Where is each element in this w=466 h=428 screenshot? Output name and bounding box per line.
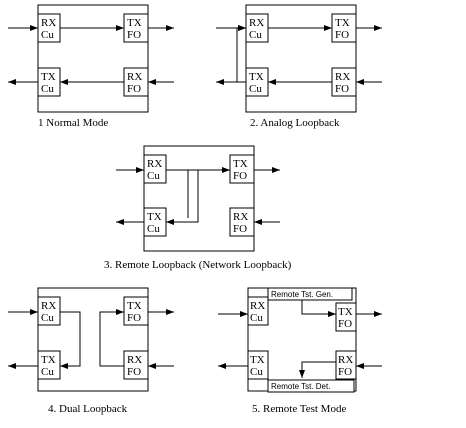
rx-label: RX bbox=[249, 17, 264, 29]
rx-label: RX bbox=[41, 300, 56, 312]
cu-label: Cu bbox=[41, 366, 54, 378]
tx-cu-box bbox=[247, 350, 269, 380]
fo-label: FO bbox=[127, 366, 141, 378]
tx-fo-box bbox=[331, 13, 357, 43]
rx-fo-box bbox=[123, 350, 149, 380]
rx-label: RX bbox=[127, 71, 142, 83]
rx-cu-box bbox=[247, 296, 269, 326]
panel-remote-loopback: RX Cu TX FO TX Cu RX FO 3. Remote Loopba… bbox=[104, 145, 292, 271]
generator-arrow bbox=[301, 300, 336, 317]
tx-fo-box bbox=[123, 13, 149, 43]
fo-label: FO bbox=[127, 83, 141, 95]
test-detector-box bbox=[267, 379, 355, 393]
rx-label: RX bbox=[335, 71, 350, 83]
cu-label: Cu bbox=[249, 83, 262, 95]
tx-label: TX bbox=[250, 354, 265, 366]
fo-label: FO bbox=[338, 366, 352, 378]
test-detector-label: Remote Tst. Det. bbox=[271, 382, 330, 391]
caption-test: 5. Remote Test Mode bbox=[252, 403, 346, 415]
rx-cu-box bbox=[143, 154, 167, 184]
tx-fo-box bbox=[123, 296, 149, 326]
detector-arrow bbox=[299, 361, 336, 378]
fo-label: FO bbox=[338, 318, 352, 330]
tx-label: TX bbox=[147, 211, 162, 223]
cu-label: Cu bbox=[250, 312, 263, 324]
rx-label: RX bbox=[41, 17, 56, 29]
tx-fo-box bbox=[229, 154, 255, 184]
test-generator-label: Remote Tst. Gen. bbox=[271, 290, 333, 299]
rx-label: RX bbox=[147, 158, 162, 170]
analog-loopback-arrow bbox=[236, 25, 246, 82]
tx-label: TX bbox=[338, 306, 353, 318]
tx-label: TX bbox=[249, 71, 264, 83]
tx-label: TX bbox=[233, 158, 248, 170]
cu-label: Cu bbox=[249, 29, 262, 41]
fo-label: FO bbox=[233, 223, 247, 235]
fo-loopback-arrow bbox=[99, 309, 124, 367]
cu-label: Cu bbox=[147, 170, 160, 182]
caption-normal: 1 Normal Mode bbox=[38, 117, 108, 129]
tx-label: TX bbox=[335, 17, 350, 29]
fo-label: FO bbox=[127, 29, 141, 41]
tx-label: TX bbox=[41, 71, 56, 83]
cu-label: Cu bbox=[41, 83, 54, 95]
rx-label: RX bbox=[338, 354, 353, 366]
tx-label: TX bbox=[127, 300, 142, 312]
tx-label: TX bbox=[127, 17, 142, 29]
rx-label: RX bbox=[127, 354, 142, 366]
tx-fo-box bbox=[335, 302, 357, 332]
test-generator-box bbox=[267, 287, 353, 301]
tx-label: TX bbox=[41, 354, 56, 366]
rx-label: RX bbox=[233, 211, 248, 223]
cu-label: Cu bbox=[41, 312, 54, 324]
panel-remote-test-mode: Remote Tst. Gen. RX Cu TX FO TX Cu RX FO… bbox=[218, 287, 382, 415]
caption-dual: 4. Dual Loopback bbox=[48, 403, 128, 415]
cu-label: Cu bbox=[250, 366, 263, 378]
cu-loopback-arrow bbox=[60, 311, 81, 369]
caption-remote: 3. Remote Loopback (Network Loopback) bbox=[104, 259, 292, 271]
fo-label: FO bbox=[335, 29, 349, 41]
panel-normal-mode: RX Cu TX FO TX Cu RX FO 1 Normal Mode bbox=[8, 4, 174, 129]
cu-label: Cu bbox=[147, 223, 160, 235]
caption-analog: 2. Analog Loopback bbox=[250, 117, 340, 129]
panel-analog-loopback: RX Cu TX FO TX Cu RX FO 2. Analog Loopba… bbox=[216, 4, 382, 129]
rx-cu-box bbox=[37, 296, 61, 326]
panel-dual-loopback: RX Cu TX FO TX Cu RX FO 4. Dual Loopback bbox=[8, 287, 174, 415]
fo-label: FO bbox=[335, 83, 349, 95]
fo-label: FO bbox=[127, 312, 141, 324]
fo-label: FO bbox=[233, 170, 247, 182]
remote-loopback-arrow bbox=[166, 170, 199, 225]
cu-label: Cu bbox=[41, 29, 54, 41]
rx-label: RX bbox=[250, 300, 265, 312]
